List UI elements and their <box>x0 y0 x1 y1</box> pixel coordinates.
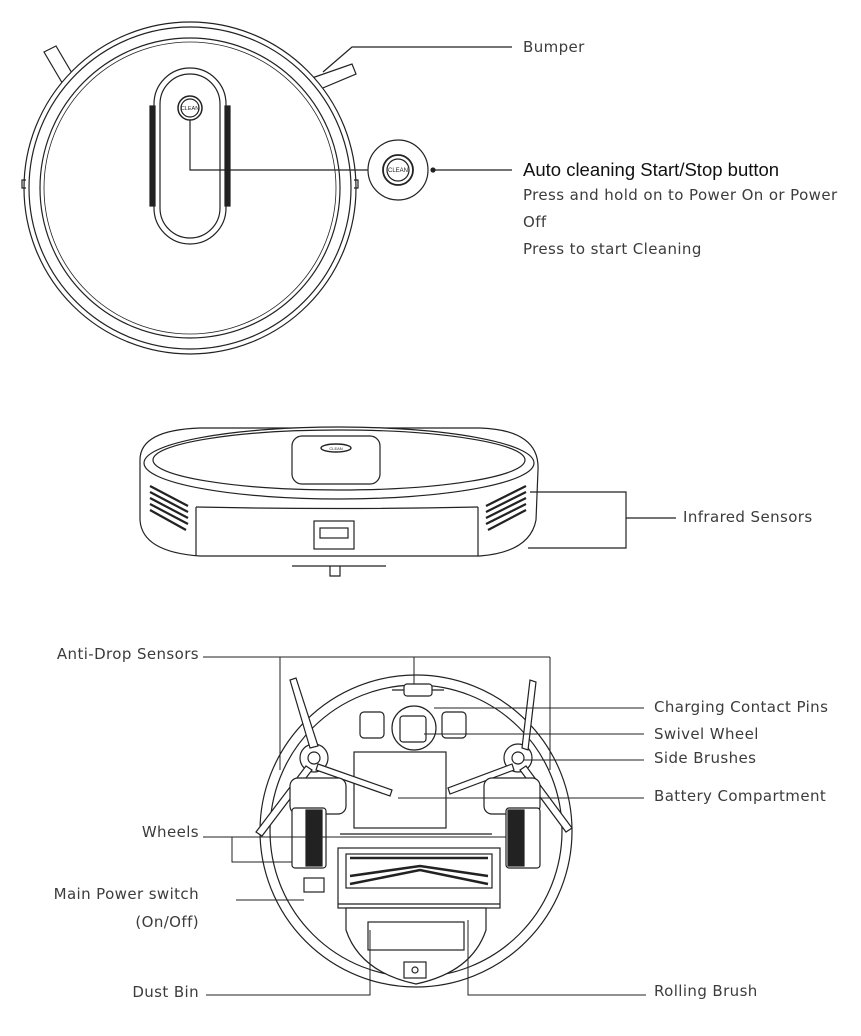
label-rolling-brush: Rolling Brush <box>654 982 758 1000</box>
label-button-title: Auto cleaning Start/Stop button <box>523 159 780 180</box>
label-main-power-1: Main Power switch <box>53 885 199 903</box>
robot-top-view <box>21 21 512 355</box>
clean-button-zoom <box>367 139 429 201</box>
label-wheels: Wheels <box>141 823 199 841</box>
label-battery: Battery Compartment <box>654 787 827 805</box>
clean-label-side: CLEAN <box>329 446 342 451</box>
label-infrared: Infrared Sensors <box>683 508 813 526</box>
label-button-desc-2: Off <box>523 213 547 231</box>
bottom-leader-lines <box>203 656 646 996</box>
label-bumper: Bumper <box>523 38 585 56</box>
label-anti-drop: Anti-Drop Sensors <box>56 645 199 663</box>
battery-compartment <box>353 751 447 829</box>
label-button-desc-3: Press to start Cleaning <box>523 240 702 258</box>
label-side-brushes: Side Brushes <box>654 749 757 767</box>
label-button-desc-1: Press and hold on to Power On or Power <box>523 186 838 204</box>
label-dust-bin: Dust Bin <box>132 983 199 1001</box>
side-top-panel <box>291 435 381 485</box>
dust-bin <box>345 907 487 985</box>
clean-label-zoom: CLEAN <box>388 168 408 174</box>
label-charging-pins: Charging Contact Pins <box>654 698 829 716</box>
robot-bottom-view <box>255 674 573 988</box>
label-main-power-2: (On/Off) <box>135 913 199 931</box>
clean-label-top: CLEAN <box>181 106 199 112</box>
robot-side-view <box>139 426 676 577</box>
label-swivel-wheel: Swivel Wheel <box>654 725 759 743</box>
main-power-switch <box>303 877 325 893</box>
